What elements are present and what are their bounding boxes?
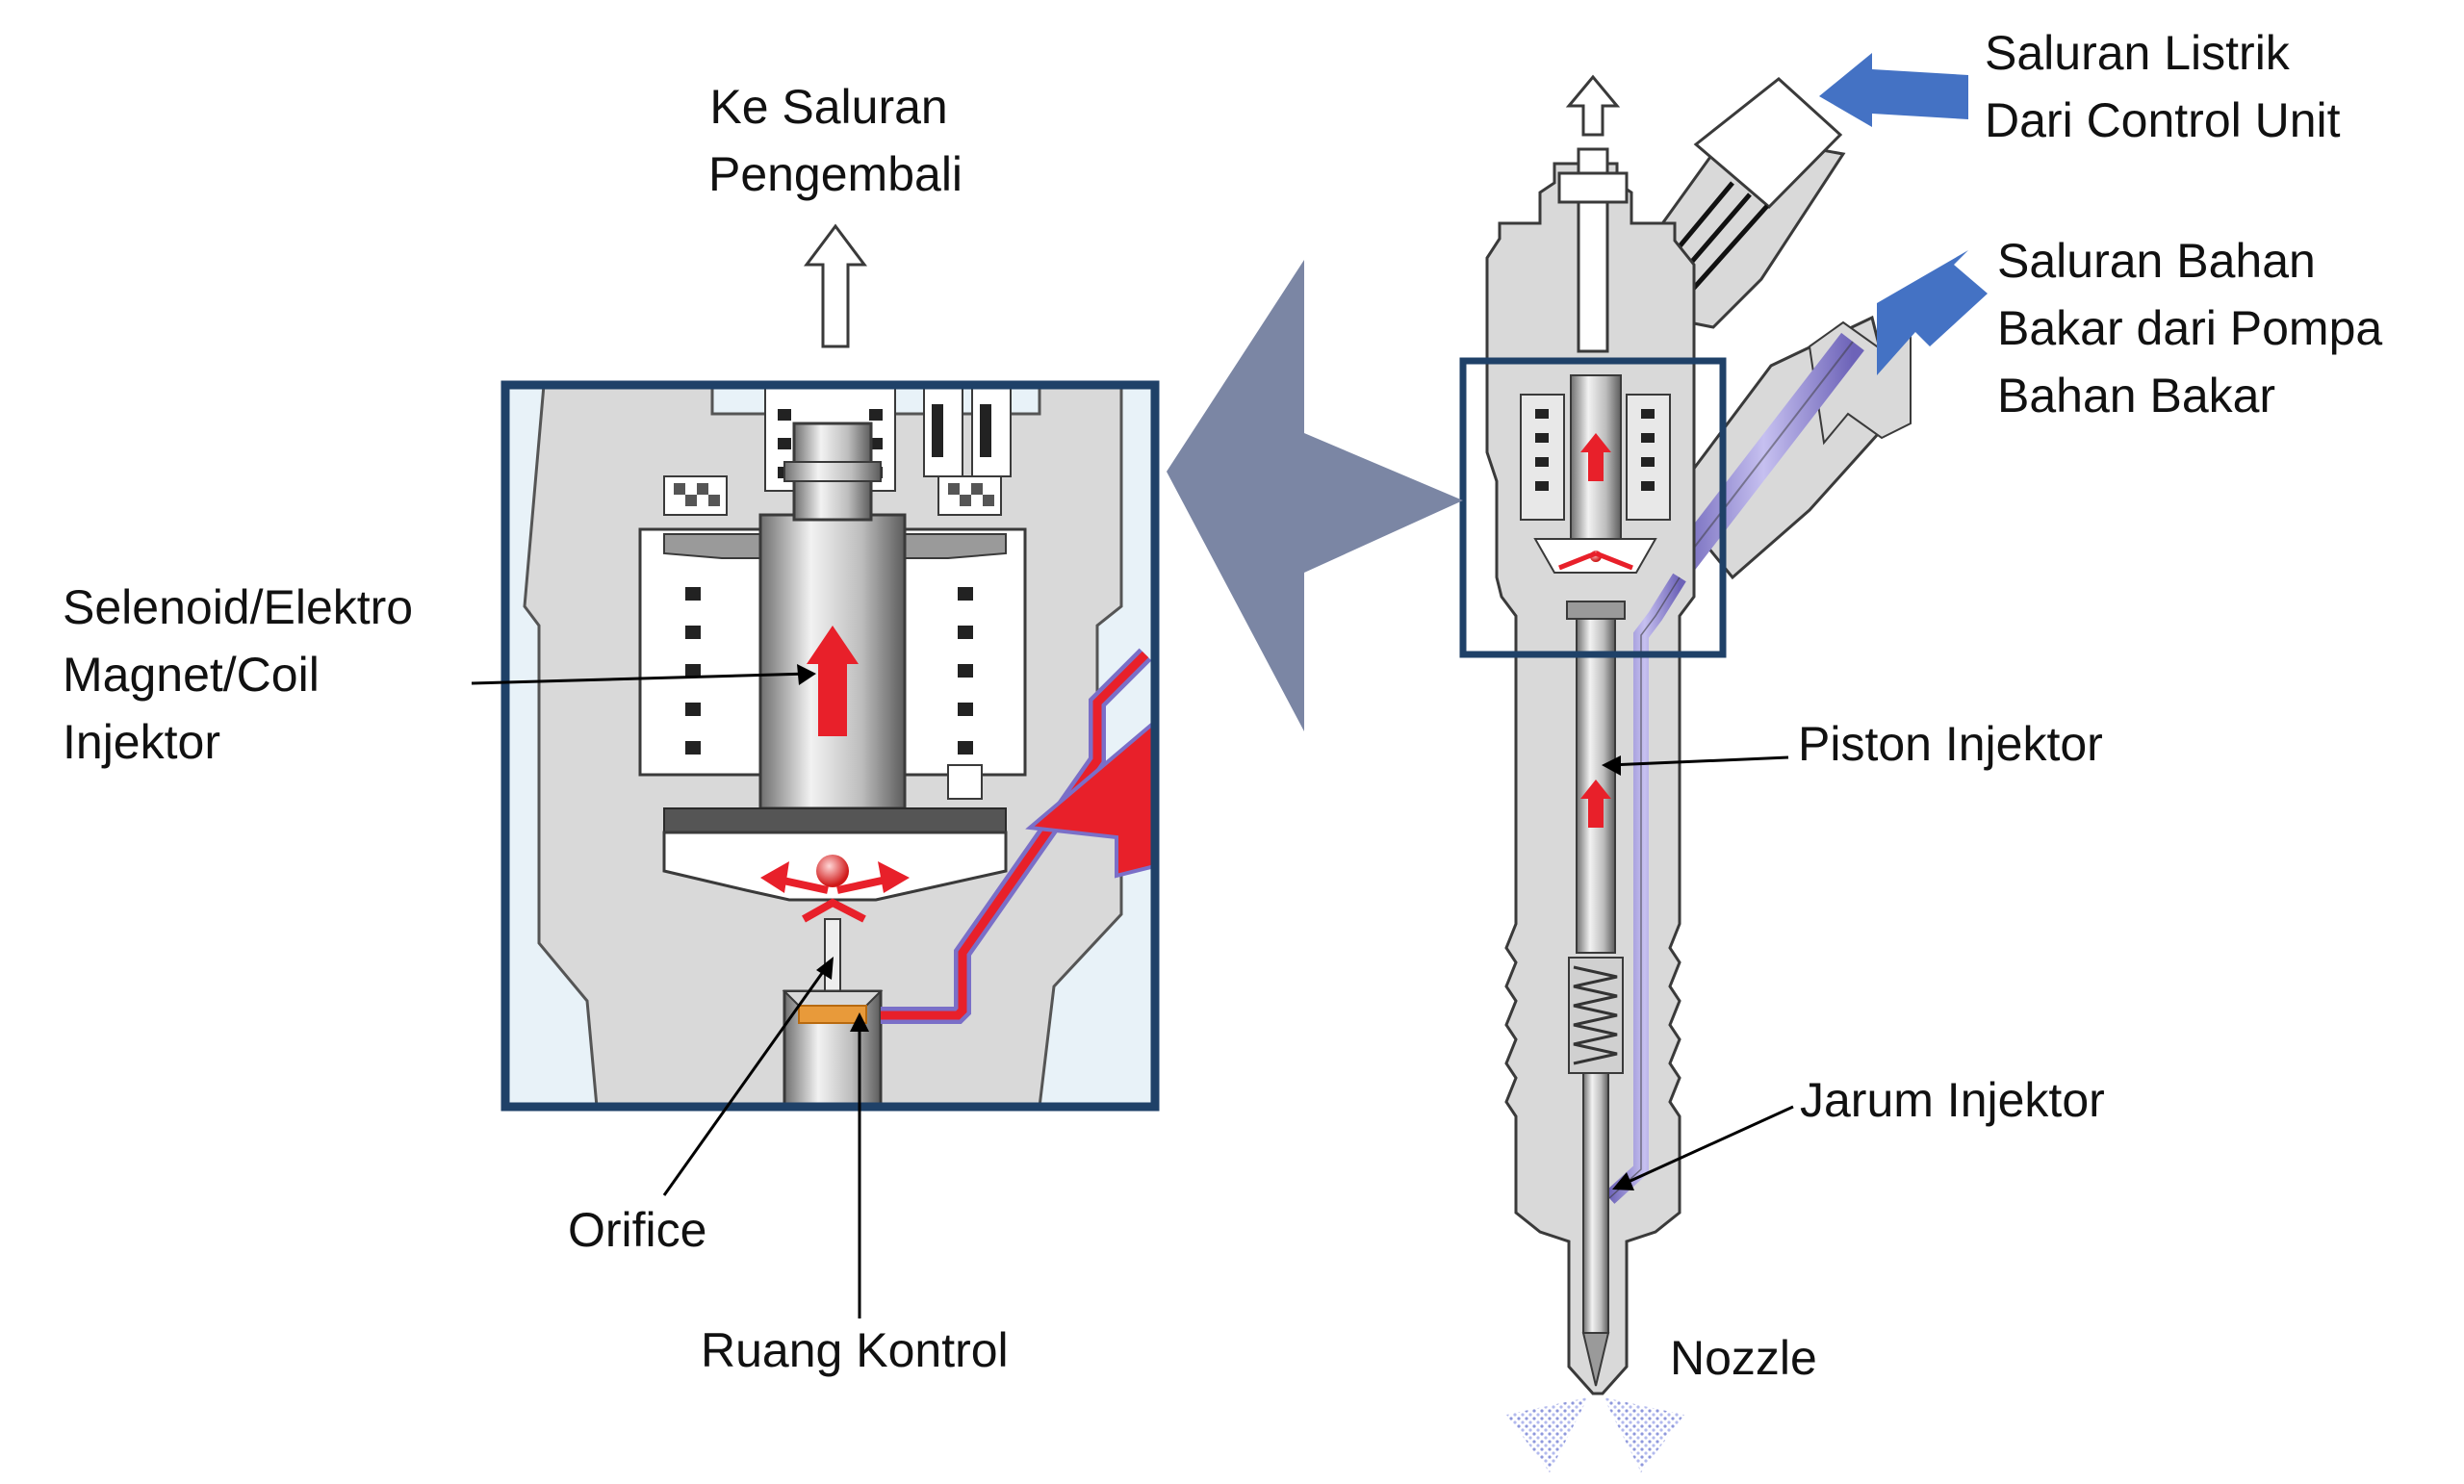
- leader-piston: [1608, 755, 1789, 767]
- leader-orifice-head: [816, 957, 834, 980]
- label-fuel-line: Saluran Bahan Bakar dari Pompa Bahan Bak…: [1997, 234, 2396, 422]
- label-solenoid: Selenoid/Elektro Magnet/Coil Injektor: [63, 580, 426, 769]
- label-nozzle: Nozzle: [1670, 1331, 1817, 1385]
- injector-body: [1485, 77, 1912, 1395]
- zoom-selection-box: [1459, 357, 1727, 658]
- leader-needle: [1619, 1105, 1794, 1188]
- label-electric-line: Saluran Listrik Dari Control Unit: [1985, 26, 2341, 147]
- fuel-flow-up-arrow-icon: [807, 626, 859, 736]
- fuel-inlet-fitting: [1663, 315, 1912, 582]
- label-needle: Jarum Injektor: [1800, 1073, 2105, 1127]
- nozzle-spray: [1506, 1397, 1684, 1472]
- injector-return-arrow-icon: [1565, 74, 1621, 137]
- leader-solenoid: [471, 672, 809, 685]
- leader-control-chamber-head: [850, 1012, 869, 1032]
- return-arrow-up-icon: [804, 223, 867, 348]
- zoom-callout-arrow-icon: [1167, 260, 1463, 731]
- label-orifice: Orifice: [568, 1203, 706, 1257]
- label-piston: Piston Injektor: [1798, 717, 2103, 771]
- leader-piston-head: [1602, 755, 1621, 776]
- leader-orifice: [662, 961, 832, 1196]
- leader-solenoid-head: [797, 664, 816, 685]
- zoomed-solenoid-view: [505, 383, 1157, 1109]
- label-control-chamber: Ruang Kontrol: [701, 1323, 1009, 1377]
- zoomed-view-frame: [500, 380, 1160, 1112]
- fuel-input-arrow-icon: [1877, 250, 1988, 375]
- electric-input-arrow-icon: [1819, 53, 1968, 127]
- label-return-line: Ke Saluran Pengembali: [708, 80, 962, 201]
- leader-needle-head: [1612, 1172, 1634, 1190]
